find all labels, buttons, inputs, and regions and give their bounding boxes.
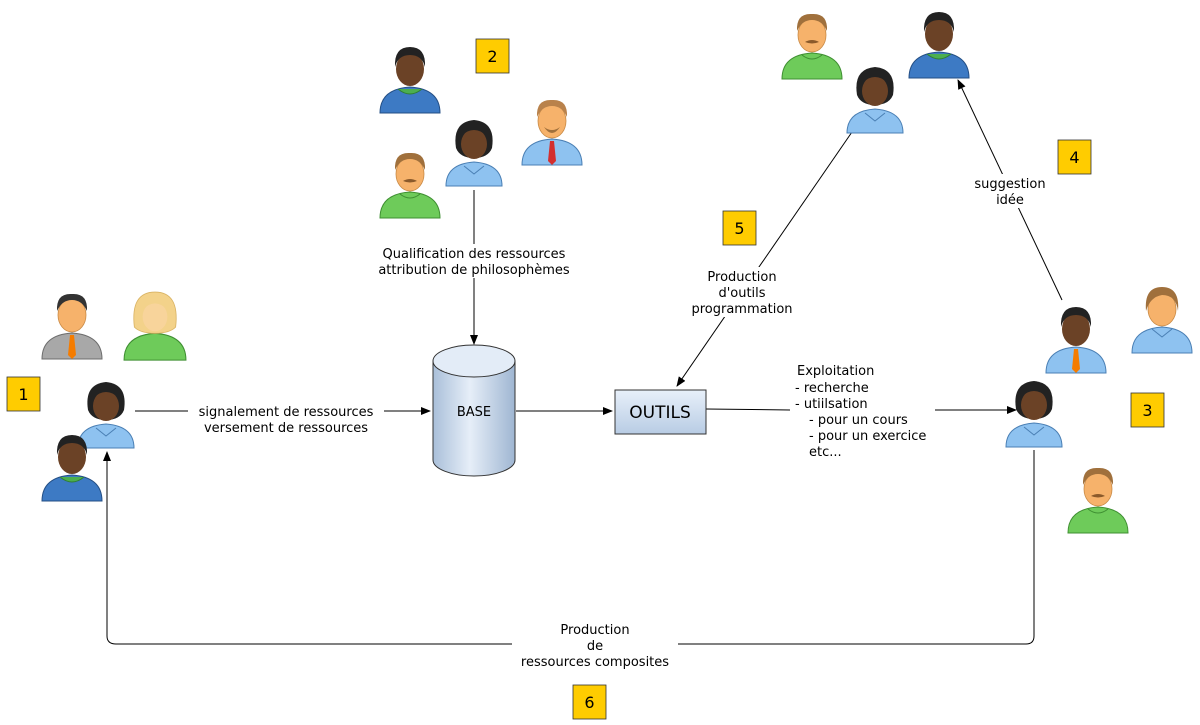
label-qualification-line-1: Qualification des ressources: [383, 247, 566, 262]
label-production-outils-line-2: d'outils: [718, 286, 765, 301]
base-database-node[interactable]: BASE: [432, 344, 516, 477]
person-beard-tie-icon: [521, 99, 583, 166]
person-light-blue-icon: [1131, 286, 1193, 354]
label-exploitation-line-5: - pour un exercice: [809, 429, 926, 444]
step-badge-6-number: 6: [584, 693, 594, 712]
person-gray-suit-icon: [41, 293, 103, 360]
person-woman-blue-icon: [445, 119, 503, 187]
person-dark-hoodie-icon: [379, 46, 441, 114]
outils-node[interactable]: OUTILS: [614, 389, 707, 435]
label-production-outils-line-1: Production: [707, 270, 776, 285]
step-badge-2: 2: [475, 38, 510, 74]
step-badge-3: 3: [1130, 392, 1165, 428]
label-suggestion-line-2: idée: [996, 193, 1024, 208]
label-suggestion-line-1: suggestion: [974, 177, 1045, 192]
label-exploitation: Exploitation - recherche - utiilsation -…: [795, 364, 926, 460]
step-badge-1-number: 1: [18, 385, 28, 404]
label-signalement: signalement de ressources versement de r…: [188, 402, 384, 436]
label-production-ressources-line-1: Production: [560, 623, 629, 638]
person-mustache-green-icon: [1067, 467, 1129, 534]
edge-production-ressources: [103, 450, 1035, 645]
label-exploitation-line-1: Exploitation: [797, 364, 874, 379]
label-exploitation-line-6: etc...: [809, 445, 842, 460]
step-badge-1: 1: [6, 376, 41, 412]
person-woman-blue-icon: [1005, 380, 1063, 448]
label-production-ressources-line-2: de: [587, 639, 603, 654]
step-badge-3-number: 3: [1142, 401, 1152, 420]
label-production-ressources: Production de ressources composites: [512, 620, 678, 670]
label-signalement-line-2: versement de ressources: [204, 421, 368, 436]
label-qualification: Qualification des ressources attribution…: [372, 244, 578, 278]
connectors: [103, 79, 1063, 645]
step-badge-5-number: 5: [734, 219, 744, 238]
label-qualification-line-2: attribution de philosophèmes: [378, 263, 570, 278]
person-blonde-green-icon: [123, 291, 187, 361]
step-badge-6: 6: [572, 684, 607, 720]
base-label: BASE: [457, 405, 491, 420]
person-dark-hoodie-icon: [908, 11, 970, 79]
step-badge-5: 5: [722, 210, 757, 246]
step-badge-4: 4: [1057, 139, 1092, 175]
label-suggestion: suggestion idée: [968, 174, 1052, 208]
label-production-outils: Production d'outils programmation: [684, 267, 800, 317]
label-exploitation-line-2: - recherche: [795, 381, 869, 396]
edge-exploitation: [705, 408, 791, 411]
edge-production-outils: [676, 131, 853, 387]
label-production-outils-line-3: programmation: [691, 302, 792, 317]
label-production-ressources-line-3: ressources composites: [521, 655, 669, 670]
label-exploitation-line-4: - pour un cours: [809, 413, 908, 428]
outils-label: OUTILS: [629, 403, 690, 423]
step-badge-4-number: 4: [1069, 148, 1079, 167]
person-mustache-green-icon: [781, 13, 843, 80]
label-exploitation-line-3: - utiilsation: [795, 397, 868, 412]
step-badge-2-number: 2: [487, 47, 497, 66]
person-woman-blue-icon: [77, 381, 135, 449]
person-dark-tie-icon: [1045, 306, 1107, 374]
person-woman-blue-icon: [846, 66, 904, 134]
label-signalement-line-1: signalement de ressources: [199, 405, 374, 420]
person-mustache-green-icon: [379, 152, 441, 219]
